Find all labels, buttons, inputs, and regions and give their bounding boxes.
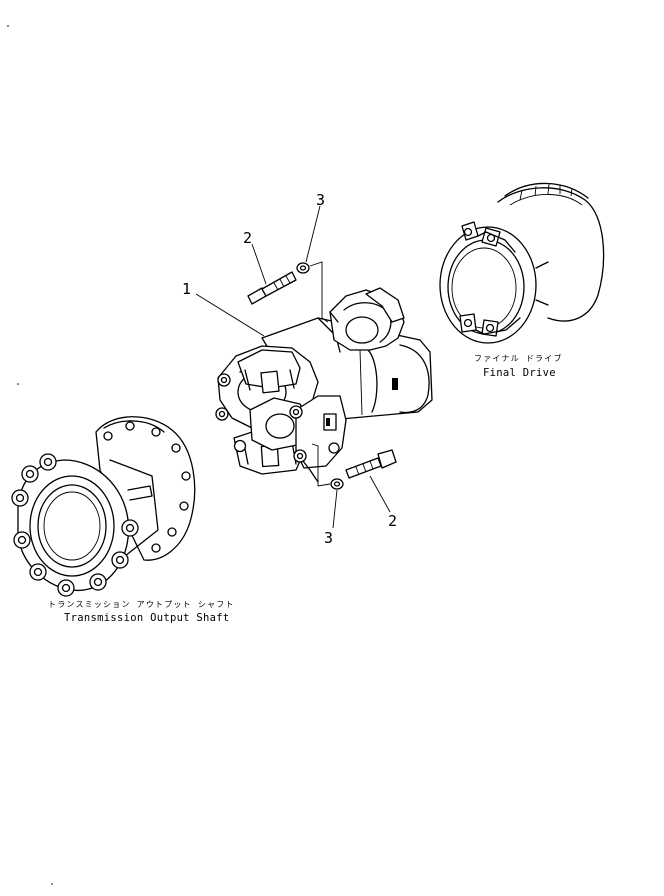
upper-washer-guide: [309, 261, 329, 323]
lower-bolt: [345, 449, 397, 479]
lower-washer: [330, 478, 344, 490]
callout-2-upper: 2: [243, 229, 252, 247]
upper-bolt: [247, 271, 297, 305]
callout-2-upper-leader: [251, 243, 267, 285]
callout-3-lower-leader: [332, 489, 338, 529]
final-drive-label: Final Drive: [483, 367, 556, 379]
callout-3-upper: 3: [316, 191, 325, 209]
callout-2-lower: 2: [388, 512, 397, 530]
final-drive-jp-label: ファイナル ドライブ: [474, 353, 563, 363]
lower-washer-guide: [311, 443, 331, 487]
transmission-label: Transmission Output Shaft: [64, 612, 230, 624]
universal-joint-assembly: [215, 287, 433, 483]
final-drive-housing: [439, 182, 605, 344]
upper-washer: [296, 262, 310, 274]
scan-speck: [7, 25, 9, 27]
callout-2-lower-leader: [369, 475, 391, 513]
callout-3-lower: 3: [324, 529, 333, 547]
callout-1-leader: [195, 293, 265, 337]
transmission-jp-label: トランスミッション アウトプット シャフト: [48, 600, 235, 609]
scan-speck: [51, 883, 53, 885]
transmission-output-flange: [11, 416, 196, 597]
scan-speck: [17, 383, 19, 385]
callout-3-upper-leader: [305, 205, 321, 263]
callout-1: 1: [182, 280, 191, 298]
